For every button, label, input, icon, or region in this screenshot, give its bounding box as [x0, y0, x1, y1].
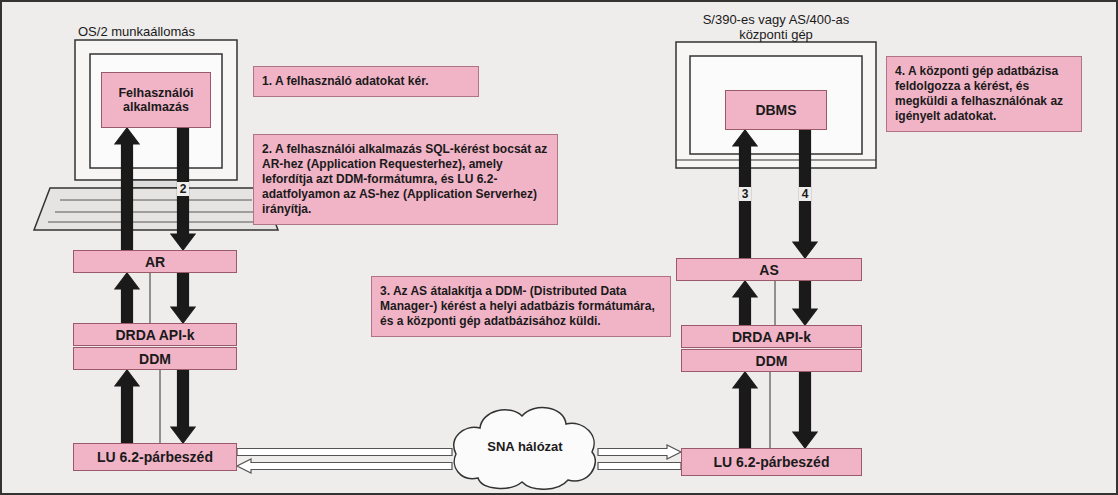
flow-arrow: [793, 372, 817, 448]
machine-label: S/390-es vagy AS/400-as központi gép: [690, 12, 862, 42]
step-number: 2: [177, 182, 190, 196]
node-text: 4. A központi gép adatbázisa feldolgozza…: [895, 64, 1073, 124]
layer-band: AS: [676, 258, 862, 281]
node-text: DDM: [756, 353, 788, 369]
node-text: DBMS: [755, 102, 796, 118]
flow-arrow: [793, 281, 817, 325]
callout-box: 4. A központi gép adatbázisa feldolgozza…: [886, 56, 1082, 132]
callout-box: 2. A felhasználói alkalmazás SQL-kérést …: [253, 134, 558, 225]
flow-arrow: [115, 273, 139, 323]
layer-band: DRDA API-k: [73, 323, 237, 346]
node-text: 3. Az AS átalakítja a DDM- (Distributed …: [380, 284, 662, 329]
step-number: 4: [799, 187, 812, 201]
cloud-shape: [454, 408, 595, 490]
node-text: AR: [145, 254, 165, 270]
node-text: SNA hálózat: [487, 439, 562, 454]
flow-arrow: [115, 370, 139, 443]
layer-band: LU 6.2-párbeszéd: [681, 448, 862, 476]
flow-arrow: [733, 372, 757, 448]
callout-box: 1. A felhasználó adatokat kér.: [253, 66, 479, 97]
flow-arrow: [171, 128, 195, 250]
flow-arrow: [115, 128, 139, 250]
workstation-drawing: [34, 40, 278, 443]
flow-arrow: [237, 449, 452, 456]
flow-arrow: [237, 459, 452, 473]
flow-arrow: [171, 370, 195, 443]
node-text: LU 6.2-párbeszéd: [714, 454, 830, 470]
callout-box: 3. Az AS átalakítja a DDM- (Distributed …: [371, 276, 671, 337]
node-text: DDM: [139, 351, 171, 367]
network-cloud: SNA hálózat: [452, 402, 598, 490]
node-text: 2. A felhasználói alkalmazás SQL-kérést …: [262, 142, 549, 217]
host-drawing: [676, 42, 876, 448]
node-text: DRDA API-k: [732, 329, 811, 345]
node-text: Felhasználói alkalmazás: [106, 86, 206, 114]
node-text: LU 6.2-párbeszéd: [97, 449, 213, 465]
layer-band: DRDA API-k: [681, 325, 862, 348]
flow-arrow: [733, 130, 757, 258]
node-text: AS: [759, 262, 778, 278]
node-text: 1. A felhasználó adatokat kér.: [262, 74, 470, 89]
machine-label: OS/2 munkaállomás: [78, 24, 248, 39]
flow-arrow: [171, 273, 195, 323]
layer-band: AR: [73, 250, 237, 273]
flow-arrow: [793, 130, 817, 258]
flow-arrow: [598, 445, 681, 459]
dbms-box: DBMS: [725, 90, 827, 130]
node-text: DRDA API-k: [115, 327, 194, 343]
layer-band: DDM: [681, 349, 862, 372]
flow-arrow: [598, 463, 681, 470]
flow-arrow: [733, 281, 757, 325]
step-number: 3: [739, 187, 752, 201]
application-box: Felhasználói alkalmazás: [101, 72, 211, 128]
layer-band: LU 6.2-párbeszéd: [73, 443, 237, 471]
layer-band: DDM: [73, 347, 237, 370]
